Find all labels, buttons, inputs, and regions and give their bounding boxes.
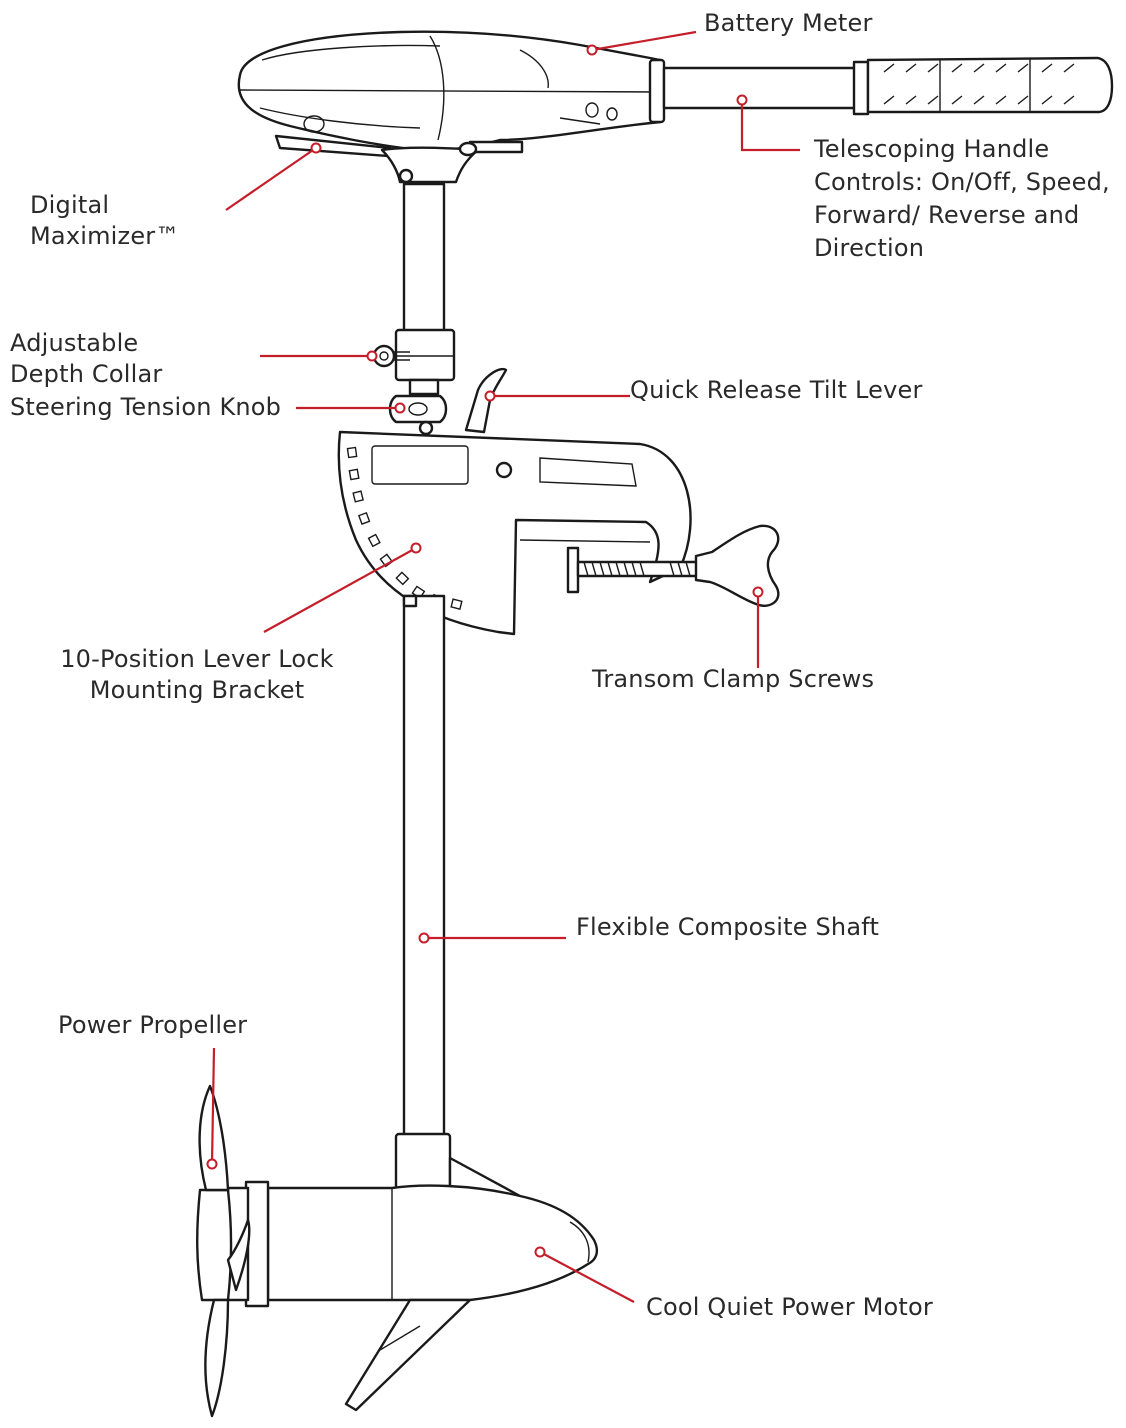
leader-dot-transom-clamp bbox=[752, 586, 764, 598]
label-battery-meter: Battery Meter bbox=[704, 9, 873, 37]
label-power-propeller: Power Propeller bbox=[58, 1011, 248, 1039]
label-power-motor: Cool Quiet Power Motor bbox=[646, 1293, 933, 1321]
leader-dot-power-motor bbox=[534, 1246, 546, 1258]
leader-dot-power-propeller bbox=[206, 1158, 218, 1170]
leader-mounting-bracket bbox=[263, 547, 417, 633]
propeller bbox=[196, 1084, 251, 1418]
leader-dot-battery-meter bbox=[586, 44, 598, 56]
leader-power-motor bbox=[539, 1251, 635, 1303]
leader-telescoping-handle bbox=[740, 100, 800, 152]
upper-shaft bbox=[402, 182, 446, 336]
leader-digital-maximizer bbox=[225, 147, 317, 211]
motor-housing bbox=[226, 1132, 599, 1412]
leader-battery-meter bbox=[591, 30, 697, 52]
depth-collar bbox=[372, 328, 456, 382]
leader-dot-telescoping-handle bbox=[736, 94, 748, 106]
steering-tension-knob bbox=[388, 378, 448, 436]
leader-dot-mounting-bracket bbox=[410, 542, 422, 554]
label-digital-maximizer: Digital Maximizer™ bbox=[30, 191, 180, 250]
label-mounting-bracket: 10-Position Lever Lock Mounting Bracket bbox=[60, 645, 334, 704]
transom-clamp-screw bbox=[566, 524, 780, 607]
label-telescoping-handle: Telescoping Handle Controls: On/Off, Spe… bbox=[814, 135, 1110, 262]
leader-dot-depth-collar bbox=[366, 350, 378, 362]
label-tilt-lever: Quick Release Tilt Lever bbox=[630, 376, 923, 404]
leader-dot-digital-maximizer bbox=[310, 142, 322, 154]
motor-head bbox=[237, 30, 662, 184]
label-depth-collar: Adjustable Depth Collar bbox=[10, 329, 163, 388]
label-transom-clamp: Transom Clamp Screws bbox=[592, 665, 875, 693]
leader-lines bbox=[206, 30, 800, 1303]
leader-dot-composite-shaft bbox=[418, 932, 430, 944]
mounting-bracket bbox=[337, 430, 692, 636]
tilt-lever bbox=[464, 367, 508, 434]
composite-shaft bbox=[402, 594, 446, 1140]
label-composite-shaft: Flexible Composite Shaft bbox=[576, 913, 880, 941]
leader-dot-steering-knob bbox=[394, 402, 406, 414]
leader-dot-tilt-lever bbox=[484, 390, 496, 402]
telescoping-handle bbox=[648, 56, 1114, 124]
leader-power-propeller bbox=[210, 1047, 216, 1165]
label-steering-tension-knob: Steering Tension Knob bbox=[10, 393, 282, 421]
